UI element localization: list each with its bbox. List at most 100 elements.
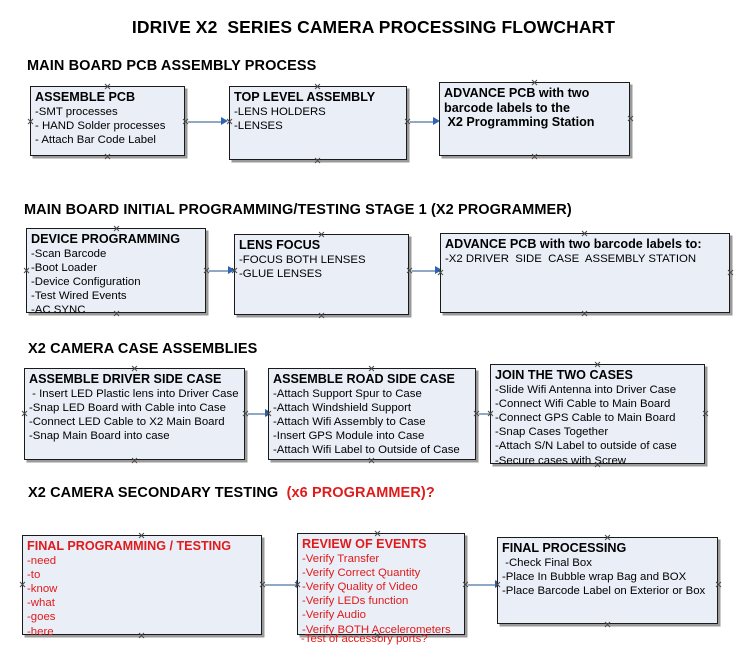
section-heading-main-board-pcb-assembly-process: MAIN BOARD PCB ASSEMBLY PROCESS bbox=[27, 58, 317, 74]
node-line: -Insert GPS Module into Case bbox=[273, 430, 425, 443]
connector-assemble-pcb-to-top-level-assembly bbox=[188, 117, 228, 126]
node-title: ADVANCE PCB with two barcode labels to: bbox=[445, 237, 702, 251]
node-line: -Snap Cases Together bbox=[495, 426, 609, 439]
node-line: -goes bbox=[27, 611, 56, 624]
node-assemble-driver-side-case[interactable]: ASSEMBLE DRIVER SIDE CASE - Insert LED P… bbox=[24, 368, 245, 460]
node-line: -Place In Bubble wrap Bag and BOX bbox=[502, 570, 687, 583]
connector-lens-focus-to-advance-pcb-driver-side bbox=[412, 266, 442, 275]
node-body: FINAL PROCESSING -Check Final Box -Place… bbox=[502, 541, 715, 598]
node-line: -Test Wired Events bbox=[31, 290, 127, 303]
node-line: -Snap Main Board into case bbox=[29, 430, 170, 443]
node-line: -Attach Wifi Assembly to Case bbox=[273, 415, 426, 428]
connector-line bbox=[412, 270, 436, 272]
node-body: ASSEMBLE PCB -SMT processes - HAND Solde… bbox=[35, 90, 182, 147]
node-line: -what bbox=[27, 597, 55, 610]
section-heading-x2-camera-secondary-testing: X2 CAMERA SECONDARY TESTING (x6 PROGRAMM… bbox=[28, 485, 435, 501]
node-body: JOIN THE TWO CASES -Slide Wifi Antenna i… bbox=[495, 368, 702, 468]
node-line: -Connect Wifi Cable to Main Board bbox=[495, 397, 671, 410]
node-line: -Verify Transfer bbox=[302, 552, 380, 565]
node-line: - HAND Solder processes bbox=[35, 119, 166, 132]
node-final-processing[interactable]: FINAL PROCESSING -Check Final Box -Place… bbox=[497, 537, 718, 624]
connector-line bbox=[248, 413, 266, 415]
node-line: -AC SYNC bbox=[31, 304, 86, 317]
node-line: -need bbox=[27, 554, 57, 567]
node-body: ADVANCE PCB with two barcode labels to: … bbox=[445, 237, 727, 266]
node-line: -Slide Wifi Antenna into Driver Case bbox=[495, 383, 677, 396]
node-title: DEVICE PROGRAMMING bbox=[31, 232, 181, 246]
node-line: X2 Programming Station bbox=[444, 115, 595, 129]
node-assemble-pcb[interactable]: ASSEMBLE PCB -SMT processes - HAND Solde… bbox=[30, 86, 185, 156]
page-title: IDRIVE X2 SERIES CAMERA PROCESSING FLOWC… bbox=[131, 17, 616, 37]
node-line: -LENSES bbox=[234, 119, 283, 132]
node-title: ADVANCE PCB with two bbox=[444, 86, 590, 100]
section-heading-x2-camera-case-assemblies: X2 CAMERA CASE ASSEMBLIES bbox=[28, 341, 258, 357]
section-heading-text: X2 CAMERA SECONDARY TESTING bbox=[28, 485, 287, 501]
node-body: ASSEMBLE ROAD SIDE CASE -Attach Support … bbox=[273, 372, 473, 458]
node-join-the-two-cases[interactable]: JOIN THE TWO CASES -Slide Wifi Antenna i… bbox=[490, 364, 705, 467]
node-title: FINAL PROCESSING bbox=[502, 541, 627, 555]
node-line: -Attach S/N Label to outside of case bbox=[495, 440, 677, 453]
node-line: -Verify Quality of Video bbox=[302, 580, 418, 593]
node-body: TOP LEVEL ASSEMBLY -LENS HOLDERS -LENSES bbox=[234, 90, 404, 133]
node-overflow-line: -Test of accessory ports? bbox=[301, 633, 428, 645]
node-line: -Scan Barcode bbox=[31, 247, 107, 260]
node-line: - Insert LED Plastic lens into Driver Ca… bbox=[29, 387, 239, 400]
section-heading-main-board-initial-programming-testing-stage-1: MAIN BOARD INITIAL PROGRAMMING/TESTING S… bbox=[24, 202, 572, 218]
node-line: -Attach Support Spur to Case bbox=[273, 387, 422, 400]
node-line: -know bbox=[27, 582, 58, 595]
node-body: LENS FOCUS -FOCUS BOTH LENSES -GLUE LENS… bbox=[239, 238, 406, 281]
node-title: ASSEMBLE ROAD SIDE CASE bbox=[273, 372, 455, 386]
node-title: REVIEW OF EVENTS bbox=[302, 537, 427, 551]
node-line: -GLUE LENSES bbox=[239, 267, 322, 280]
node-body: REVIEW OF EVENTS -Verify Transfer -Verif… bbox=[302, 537, 462, 637]
node-line: -to bbox=[27, 568, 41, 581]
node-line: -Connect LED Cable to X2 Main Board bbox=[29, 415, 225, 428]
node-line: -Snap LED Board with Cable into Case bbox=[29, 401, 226, 414]
connector-top-level-assembly-to-advance-pcb bbox=[410, 117, 440, 126]
node-line: -Place Barcode Label on Exterior or Box bbox=[502, 584, 706, 597]
node-line: -Secure cases with Screw bbox=[495, 454, 627, 467]
node-line: -Verify Correct Quantity bbox=[302, 566, 421, 579]
node-line: -Check Final Box bbox=[502, 556, 592, 569]
node-line: -LENS HOLDERS bbox=[234, 105, 326, 118]
node-title: TOP LEVEL ASSEMBLY bbox=[234, 90, 376, 104]
node-line: -FOCUS BOTH LENSES bbox=[239, 253, 366, 266]
node-line: -Verify Audio bbox=[302, 609, 366, 622]
node-top-level-assembly[interactable]: TOP LEVEL ASSEMBLY -LENS HOLDERS -LENSES bbox=[229, 86, 407, 160]
node-line: -Attach Wifi Label to Outside of Case bbox=[273, 444, 460, 457]
node-title: ASSEMBLE PCB bbox=[35, 90, 136, 104]
connector-line bbox=[265, 584, 297, 586]
node-line: -Verify BOTH Accelerometers bbox=[302, 623, 451, 636]
node-line: -Device Configuration bbox=[31, 275, 141, 288]
node-line: - Attach Bar Code Label bbox=[35, 133, 156, 146]
node-title: LENS FOCUS bbox=[239, 238, 321, 252]
node-advance-pcb-to-x2-programming-station[interactable]: ADVANCE PCB with two barcode labels to t… bbox=[439, 82, 630, 156]
connector-line bbox=[188, 121, 222, 123]
node-body: ADVANCE PCB with two barcode labels to t… bbox=[444, 86, 627, 130]
node-line: barcode labels to the bbox=[444, 100, 570, 115]
node-review-of-events[interactable]: REVIEW OF EVENTS -Verify Transfer -Verif… bbox=[297, 533, 465, 637]
connector-line bbox=[410, 121, 434, 123]
node-line: -Boot Loader bbox=[31, 261, 97, 274]
connector-device-programming-to-lens-focus bbox=[209, 266, 235, 275]
node-line: -Connect GPS Cable to Main Board bbox=[495, 411, 676, 424]
node-title: ASSEMBLE DRIVER SIDE CASE bbox=[29, 372, 222, 386]
node-line: -SMT processes bbox=[35, 105, 118, 118]
node-title: JOIN THE TWO CASES bbox=[495, 368, 633, 382]
section-heading-accent: (x6 PROGRAMMER)? bbox=[286, 485, 435, 501]
node-final-programming-testing[interactable]: FINAL PROGRAMMING / TESTING -need -to -k… bbox=[22, 535, 262, 638]
node-body: ASSEMBLE DRIVER SIDE CASE - Insert LED P… bbox=[29, 372, 242, 443]
node-lens-focus[interactable]: LENS FOCUS -FOCUS BOTH LENSES -GLUE LENS… bbox=[234, 234, 409, 315]
node-line: -Attach Windshield Support bbox=[273, 401, 412, 414]
node-advance-pcb-to-driver-side-case-assembly-station[interactable]: ADVANCE PCB with two barcode labels to: … bbox=[440, 233, 730, 313]
node-title: FINAL PROGRAMMING / TESTING bbox=[27, 539, 232, 553]
node-device-programming[interactable]: DEVICE PROGRAMMING -Scan Barcode -Boot L… bbox=[26, 228, 206, 316]
node-line: -X2 DRIVER SIDE CASE ASSEMBLY STATION bbox=[445, 252, 697, 265]
node-body: DEVICE PROGRAMMING -Scan Barcode -Boot L… bbox=[31, 232, 203, 318]
node-assemble-road-side-case[interactable]: ASSEMBLE ROAD SIDE CASE -Attach Support … bbox=[268, 368, 476, 460]
node-line: -here bbox=[27, 625, 54, 638]
arrowhead-icon bbox=[221, 117, 228, 125]
node-body: FINAL PROGRAMMING / TESTING -need -to -k… bbox=[27, 539, 259, 639]
connector-line bbox=[209, 270, 229, 272]
